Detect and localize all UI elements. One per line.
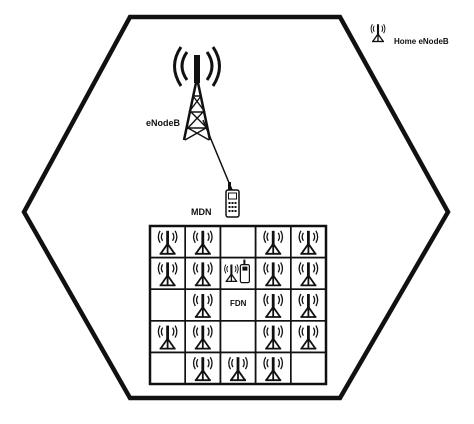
radio-link-line: [202, 119, 233, 191]
macro-enodeb-label: eNodeB: [146, 118, 181, 128]
fdn-label: FDN: [230, 299, 247, 308]
mobile-phone-icon: [225, 182, 240, 218]
macro-cell-hexagon: [21, 14, 451, 401]
legend-label: Home eNodeB: [394, 37, 449, 46]
femtocell-grid: [148, 224, 328, 386]
mdn-label: MDN: [191, 207, 212, 217]
antenna-tower-icon: [173, 46, 221, 141]
femto-device-icon: [239, 259, 250, 284]
grid-cell: [289, 351, 327, 385]
home-enodeb-icon: [370, 23, 386, 43]
legend: Home eNodeB: [370, 23, 449, 46]
